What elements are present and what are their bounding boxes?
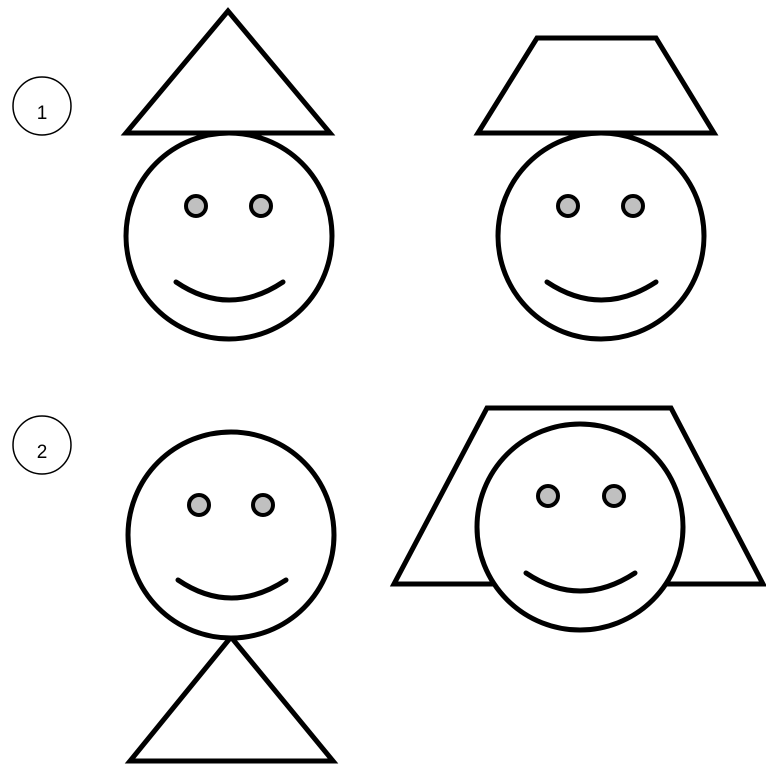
row-2-badge: 2	[13, 416, 71, 474]
trapezoid-hat	[478, 38, 714, 133]
triangle-body	[130, 637, 333, 761]
right-eye	[623, 196, 643, 216]
face-circle	[128, 432, 334, 638]
right-eye	[251, 196, 271, 216]
triangle-hat	[126, 11, 330, 133]
left-eye	[189, 495, 209, 515]
face-circle	[477, 424, 683, 630]
row-2-badge-label: 2	[37, 442, 48, 463]
row-1-badge-label: 1	[37, 103, 48, 124]
figure-row1-triangle-hat	[126, 11, 332, 339]
row-1-badge: 1	[13, 77, 71, 135]
left-eye	[186, 196, 206, 216]
right-eye	[604, 486, 624, 506]
figure-row1-trapezoid-hat	[478, 38, 714, 339]
face-circle	[498, 133, 704, 339]
figure-row2-triangle-body	[128, 432, 334, 761]
right-eye	[253, 495, 273, 515]
left-eye	[558, 196, 578, 216]
figure-row2-trapezoid-around	[394, 408, 763, 630]
face-circle	[126, 133, 332, 339]
left-eye	[538, 486, 558, 506]
